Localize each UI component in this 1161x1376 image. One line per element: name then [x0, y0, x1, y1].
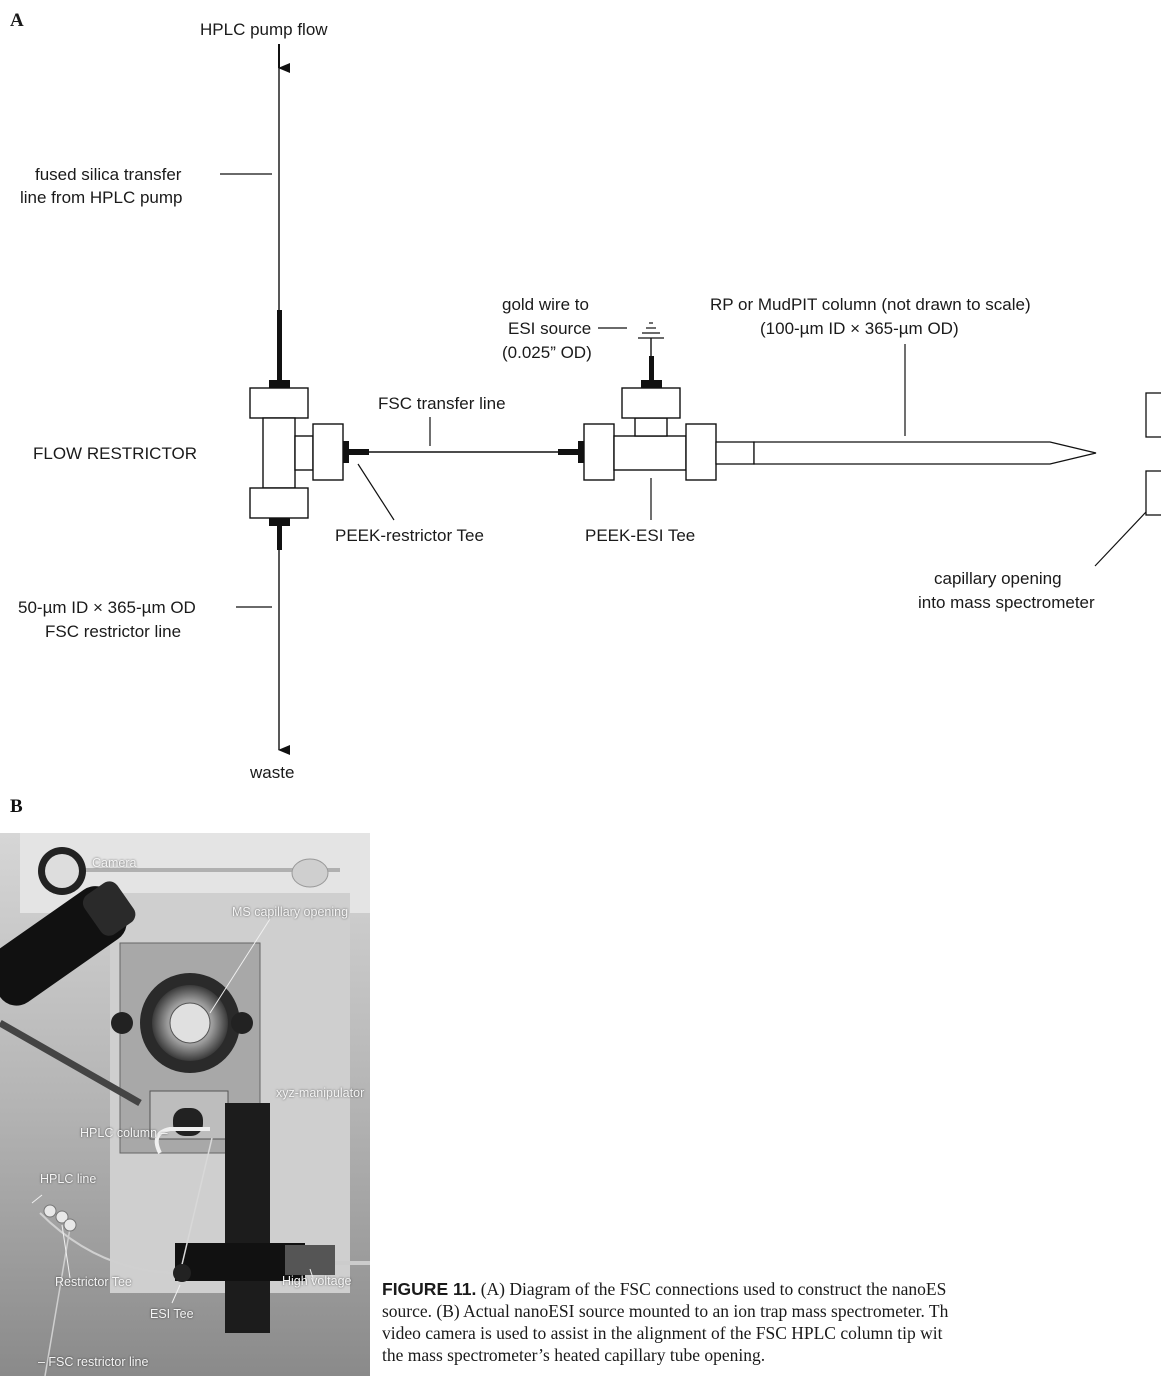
photo-label-fsc-restrictor-line: – FSC restrictor line — [38, 1355, 148, 1369]
photo-label-hplc-line: HPLC line — [40, 1172, 96, 1186]
photo-label-camera: Camera — [92, 856, 136, 870]
fsc-transfer-line-label: FSC transfer line — [378, 394, 506, 413]
gold-wire-label-2: ESI source — [508, 319, 591, 338]
photo-label-ms-capillary: MS capillary opening — [232, 905, 348, 919]
restrictor-side-sleeve — [349, 449, 369, 455]
restrictor-top-sleeve — [277, 310, 282, 380]
gold-wire-label-1: gold wire to — [502, 295, 589, 314]
esi-top-ferrule — [641, 380, 662, 388]
photo-label-high-voltage: High voltage — [282, 1274, 352, 1288]
panel-b-letter: B — [10, 796, 23, 818]
esi-left-ferrule — [578, 441, 584, 463]
figure-caption: FIGURE 11. (A) Diagram of the FSC connec… — [382, 1278, 1161, 1366]
peek-esi-tee-label: PEEK-ESI Tee — [585, 526, 695, 545]
ground-symbol — [638, 323, 664, 338]
gold-wire-sleeve — [649, 356, 654, 380]
peek-restrictor-tee-label: PEEK-restrictor Tee — [335, 526, 484, 545]
caption-line-1: FIGURE 11. (A) Diagram of the FSC connec… — [382, 1278, 1161, 1300]
photo-label-xyz-manipulator: xyz-manipulator — [276, 1086, 364, 1100]
waste-label: waste — [249, 763, 294, 782]
transfer-line-label-1: fused silica transfer — [35, 165, 182, 184]
photo-label-hplc-column: HPLC column – — [80, 1126, 168, 1140]
column-label-1: RP or MudPIT column (not drawn to scale) — [710, 295, 1031, 314]
panel-a-diagram: A HPLC pump flow fused silica transfer l… — [0, 0, 1161, 800]
column-label-2: (100-µm ID × 365-µm OD) — [760, 319, 959, 338]
peek-restrictor-tee — [250, 388, 343, 518]
peek-restrictor-leader — [358, 464, 394, 520]
peek-esi-tee — [584, 388, 716, 480]
restrictor-line-label-2: FSC restrictor line — [45, 622, 181, 641]
esi-left-sleeve — [558, 449, 578, 455]
hplc-pump-flow-label: HPLC pump flow — [200, 20, 328, 39]
photo-label-esi-tee: ESI Tee — [150, 1307, 194, 1321]
caption-text-1: (A) Diagram of the FSC connections used … — [476, 1279, 946, 1299]
capillary-leader — [1095, 512, 1146, 566]
rp-column — [716, 442, 1096, 464]
panel-b-photograph: Camera MS capillary opening xyz-manipula… — [0, 833, 370, 1376]
caption-line-4: the mass spectrometer’s heated capillary… — [382, 1344, 1161, 1366]
ms-capillary-inlet — [1146, 393, 1161, 515]
panel-a-letter: A — [10, 10, 24, 31]
capillary-label-1: capillary opening — [934, 569, 1062, 588]
restrictor-top-ferrule — [269, 380, 290, 388]
restrictor-bottom-sleeve — [277, 526, 282, 550]
photo-label-restrictor-tee: Restrictor Tee — [55, 1275, 132, 1289]
transfer-line-label-2: line from HPLC pump — [20, 188, 183, 207]
restrictor-bottom-ferrule — [269, 518, 290, 526]
caption-line-2: source. (B) Actual nanoESI source mounte… — [382, 1300, 1161, 1322]
gold-wire-label-3: (0.025” OD) — [502, 343, 592, 362]
restrictor-side-ferrule — [343, 441, 349, 463]
caption-line-3: video camera is used to assist in the al… — [382, 1322, 1161, 1344]
capillary-label-2: into mass spectrometer — [918, 593, 1095, 612]
restrictor-line-label-1: 50-µm ID × 365-µm OD — [18, 598, 196, 617]
flow-restrictor-label: FLOW RESTRICTOR — [33, 444, 197, 463]
caption-figure-label: FIGURE 11. — [382, 1279, 476, 1299]
